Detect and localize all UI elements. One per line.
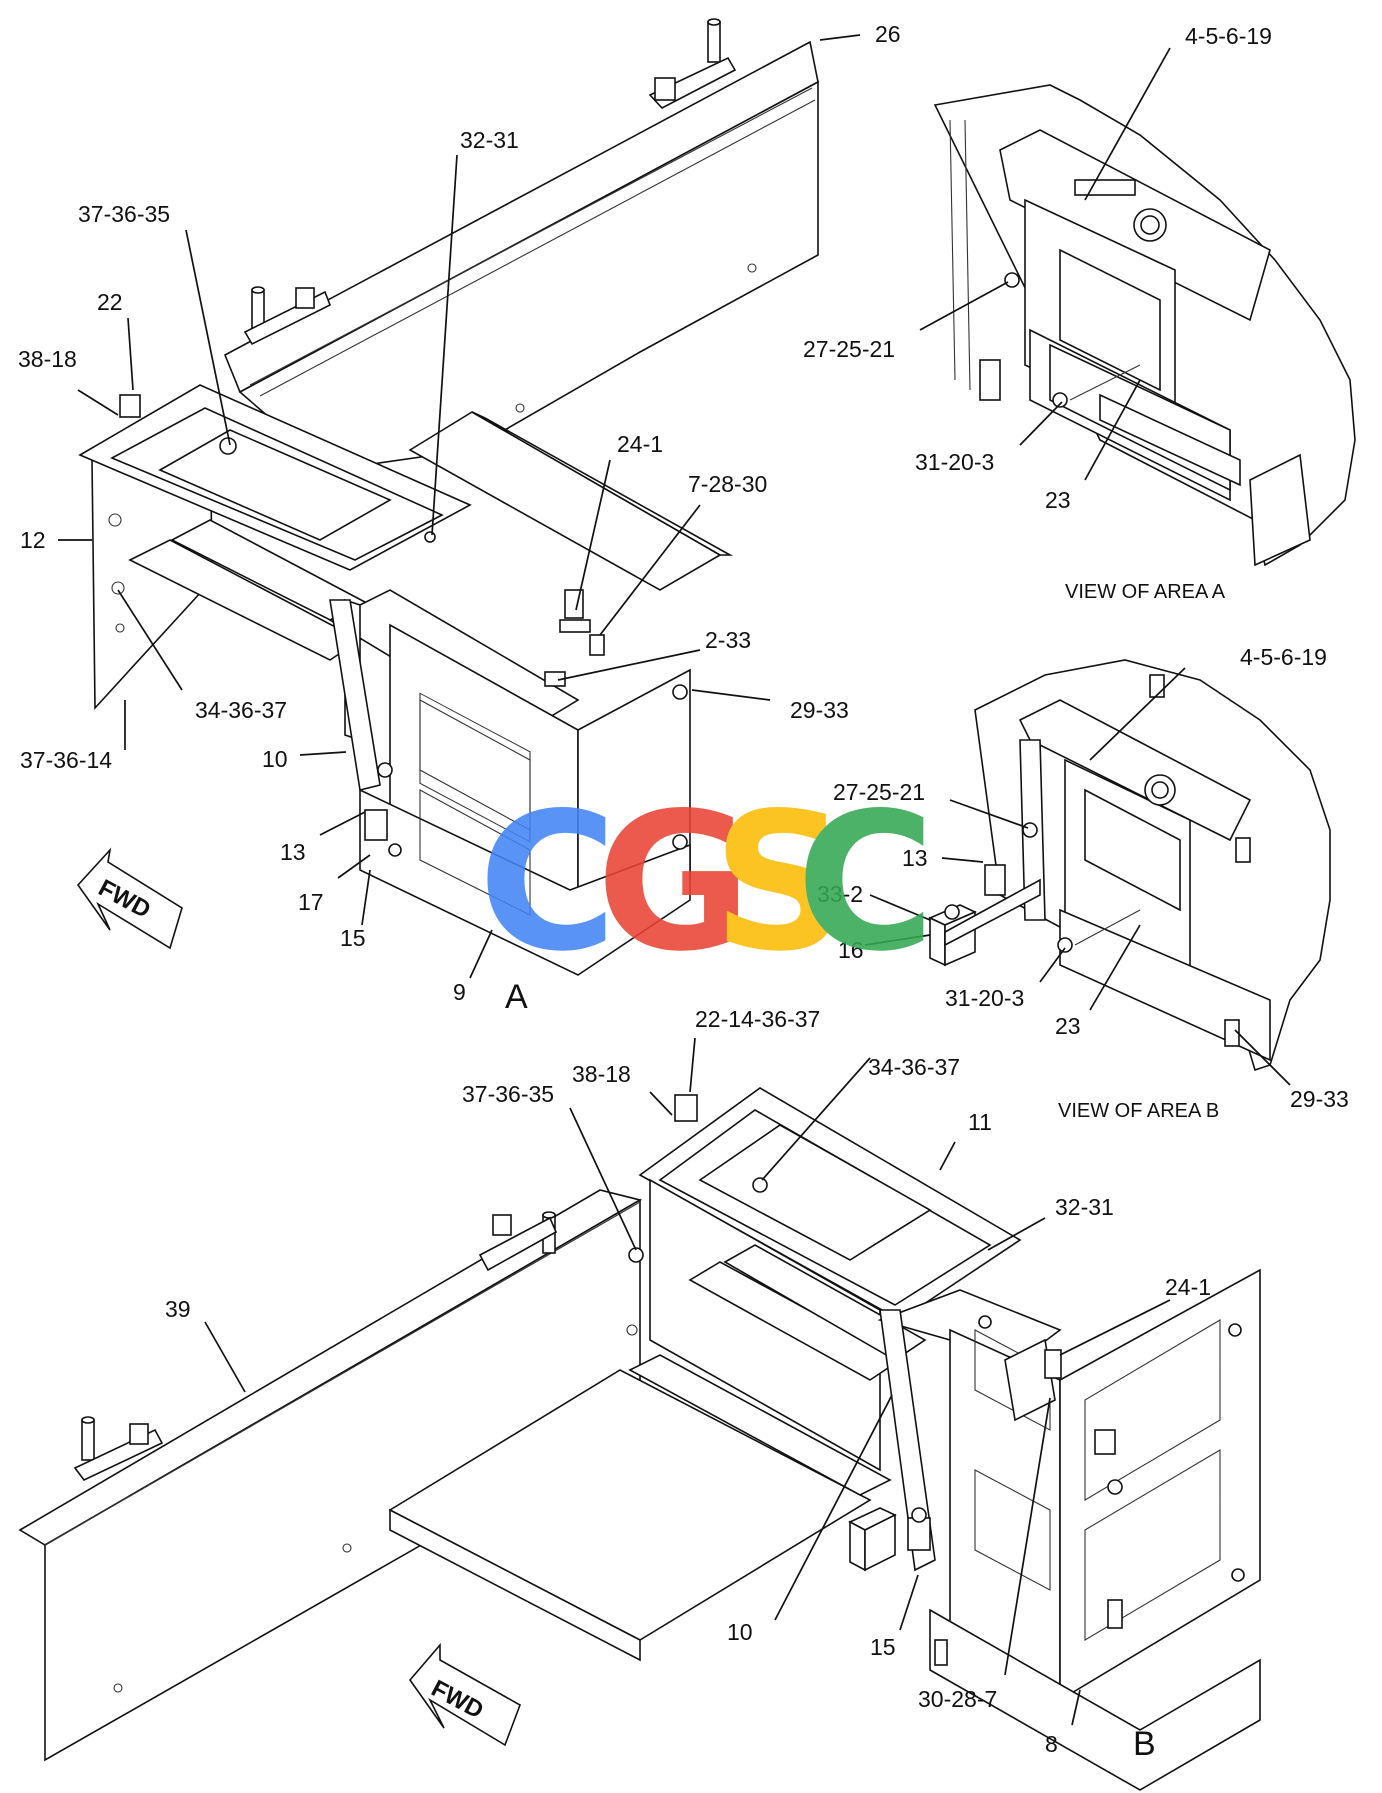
label-24-1: 24-1	[617, 431, 663, 457]
view-a-label-23: 23	[1045, 487, 1071, 513]
lower-label-30-28-7: 30-28-7	[918, 1686, 997, 1712]
lower-label-11: 11	[968, 1109, 992, 1135]
label-13: 13	[280, 839, 306, 865]
cgsc-watermark: C G S C	[478, 772, 935, 993]
lower-label-10: 10	[727, 1619, 753, 1645]
label-9: 9	[453, 979, 466, 1005]
view-b-label-33-2: 33-2	[817, 881, 863, 907]
view-a-label-4-5-6-19: 4-5-6-19	[1185, 23, 1272, 49]
view-b-label-16: 16	[838, 937, 864, 963]
view-b-label-31-20-3: 31-20-3	[945, 985, 1024, 1011]
view-a-leaders	[919, 47, 1171, 481]
lower-label-38-18: 38-18	[572, 1061, 631, 1087]
view-b-label-4-5-6-19: 4-5-6-19	[1240, 644, 1327, 670]
view-b-drawing	[928, 659, 1331, 1072]
label-17: 17	[298, 889, 324, 915]
lower-label-8: 8	[1045, 1731, 1058, 1757]
lower-assembly-drawing	[18, 1087, 1261, 1791]
lower-label-34-36-37: 34-36-37	[868, 1054, 960, 1080]
fwd-arrow-lower: FWD	[408, 1642, 521, 1747]
lower-label-15: 15	[870, 1634, 896, 1660]
label-15: 15	[340, 925, 366, 951]
fwd-arrow-upper: FWD	[76, 847, 183, 950]
watermark-letter-s: S	[712, 772, 849, 993]
view-b-label-13: 13	[902, 845, 928, 871]
view-a-drawing	[933, 84, 1356, 567]
area-letter-a: A	[505, 978, 528, 1016]
view-b-leaders	[864, 667, 1291, 1086]
label-29-33: 29-33	[790, 697, 849, 723]
label-37-36-14: 37-36-14	[20, 747, 112, 773]
lower-label-24-1: 24-1	[1165, 1274, 1211, 1300]
label-22: 22	[97, 289, 123, 315]
label-26: 26	[875, 21, 901, 47]
view-b-label-27-25-21: 27-25-21	[833, 779, 925, 805]
lower-label-22-14-36-37: 22-14-36-37	[695, 1006, 820, 1032]
view-a-label-27-25-21: 27-25-21	[803, 336, 895, 362]
label-10: 10	[262, 746, 288, 772]
label-2-33: 2-33	[705, 627, 751, 653]
label-37-36-35: 37-36-35	[78, 201, 170, 227]
view-a-label-31-20-3: 31-20-3	[915, 449, 994, 475]
view-b-label-23: 23	[1055, 1013, 1081, 1039]
view-a-caption: VIEW OF AREA A	[1065, 581, 1226, 603]
label-32-31: 32-31	[460, 127, 519, 153]
upper-assembly-drawing	[78, 18, 819, 976]
area-letter-b: B	[1133, 1725, 1156, 1763]
lower-label-37-36-35: 37-36-35	[462, 1081, 554, 1107]
watermark-letter-c2: C	[796, 772, 935, 993]
lower-leader-lines	[204, 1037, 1171, 1726]
watermark-letter-c1: C	[478, 772, 617, 993]
watermark-letter-g: G	[596, 772, 752, 993]
label-38-18: 38-18	[18, 346, 77, 372]
label-7-28-30: 7-28-30	[688, 471, 767, 497]
view-b-label-29-33: 29-33	[1290, 1086, 1349, 1112]
upper-leader-lines	[58, 34, 861, 979]
view-b-caption: VIEW OF AREA B	[1058, 1100, 1219, 1122]
label-34-36-37: 34-36-37	[195, 697, 287, 723]
lower-label-39: 39	[165, 1296, 191, 1322]
lower-label-32-31: 32-31	[1055, 1194, 1114, 1220]
label-12: 12	[20, 527, 46, 553]
